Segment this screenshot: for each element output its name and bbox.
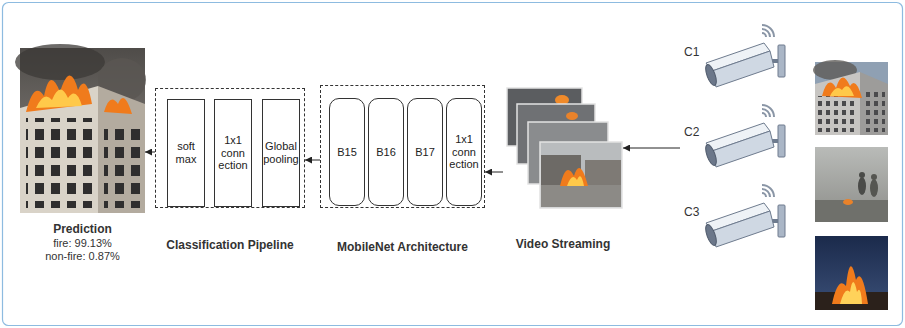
camera-node: C2 — [680, 115, 792, 175]
camera-photo — [815, 236, 888, 310]
video-frames — [507, 88, 622, 208]
layer-box: Global pooling — [262, 99, 300, 207]
architecture-group: MobileNet ArchitectureB15B16B171x1 conn … — [320, 85, 485, 208]
cctv-camera — [703, 25, 785, 87]
flow-arrow — [145, 152, 155, 153]
layer-label: 1x1 conn ection — [447, 133, 481, 171]
camera-photo-part — [870, 179, 878, 197]
camera-label: C3 — [684, 206, 699, 220]
figure-frame — [3, 3, 903, 326]
layer-label: B17 — [408, 146, 442, 159]
video-frames-part — [541, 185, 621, 207]
camera-photo-part — [840, 282, 862, 304]
fire-photo-part — [104, 122, 140, 208]
camera-photo-part — [815, 200, 888, 222]
fire-photo-part — [36, 89, 82, 108]
camera-photo-part — [871, 174, 877, 180]
camera-photo-part — [815, 236, 888, 310]
caption-heading: Classification Pipeline — [126, 237, 334, 253]
block-box: 1x1 conn ection — [446, 98, 482, 206]
block-box: B16 — [368, 98, 404, 206]
caption-block: Video Streaming — [473, 236, 653, 252]
fire-photo-part — [15, 44, 105, 80]
caption-heading: Prediction — [0, 221, 175, 237]
flow-arrow — [305, 160, 320, 161]
camera-photo-part — [860, 72, 888, 135]
layer-box: soft max — [167, 99, 205, 207]
video-stream: Video Streaming — [503, 86, 623, 211]
camera-node: C1 — [680, 35, 792, 95]
camera-node: C3 — [680, 195, 792, 255]
camera-label: C1 — [684, 46, 699, 60]
video-frames-part — [566, 112, 578, 120]
cctv-camera — [703, 105, 785, 167]
layer-label: B15 — [330, 146, 364, 159]
layer-label: Global pooling — [263, 140, 299, 165]
caption-block: Predictionfire: 99.13%non-fire: 0.87% — [0, 221, 175, 262]
fire-photo-part — [26, 75, 92, 112]
video-frames-part — [567, 176, 584, 186]
caption-heading: Video Streaming — [473, 236, 653, 252]
camera-photo — [813, 60, 888, 135]
camera-photo-part — [858, 177, 866, 195]
camera-photo-part — [863, 92, 885, 132]
camera-photo-part — [832, 266, 868, 304]
pipeline-group: Classification Pipelinesoft max1x1 conn … — [155, 88, 305, 208]
layer-label: soft max — [168, 140, 204, 165]
block-box: B17 — [407, 98, 443, 206]
video-frames-part — [560, 168, 588, 186]
block-box: B15 — [329, 98, 365, 206]
caption-block: MobileNet Architecture — [291, 239, 514, 255]
layer-label: B16 — [369, 146, 403, 159]
video-frames-part — [585, 160, 621, 185]
fire-photo-part — [98, 86, 145, 213]
camera-photo-part — [830, 86, 854, 96]
layer-label: 1x1 conn ection — [215, 134, 251, 172]
flow-arrow — [485, 172, 503, 173]
camera-photo-part — [818, 96, 858, 132]
flow-arrow — [623, 148, 680, 149]
video-frames-part — [540, 142, 622, 208]
camera-photo-part — [815, 147, 888, 222]
camera-photo — [815, 147, 888, 222]
caption-block: Classification Pipeline — [126, 237, 334, 253]
layer-box: 1x1 conn ection — [214, 99, 252, 207]
camera-photo-part — [843, 199, 853, 205]
camera-photo-part — [822, 77, 862, 98]
caption-heading: MobileNet Architecture — [291, 239, 514, 255]
cctv-camera — [703, 185, 785, 247]
camera-photo-part — [859, 172, 865, 178]
fire-photo — [15, 44, 146, 213]
fire-photo-part — [26, 118, 92, 208]
fire-photo-part — [104, 98, 132, 114]
camera-label: C2 — [684, 126, 699, 140]
prediction-image: Predictionfire: 99.13%non-fire: 0.87% — [20, 48, 145, 213]
score-text: fire: 99.13% — [0, 237, 175, 250]
camera-photo-part — [815, 72, 860, 135]
score-text: non-fire: 0.87% — [0, 250, 175, 263]
